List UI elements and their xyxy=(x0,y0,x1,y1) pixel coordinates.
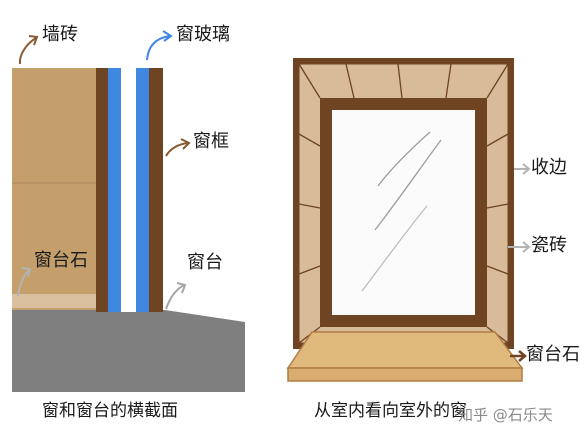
right-caption: 从室内看向室外的窗 xyxy=(314,401,467,421)
sill-stone-arrowhead-left xyxy=(21,267,32,278)
window-sill-arrowhead xyxy=(176,282,187,294)
sill-stone-lower xyxy=(12,294,98,308)
tile-joint xyxy=(298,133,321,147)
sill-stone-slab xyxy=(286,331,524,369)
window-glass-arrowhead xyxy=(162,30,173,42)
wall-tile-label: 墙砖 xyxy=(42,24,78,45)
glass-pane-outer xyxy=(136,68,149,312)
trim-label: 收边 xyxy=(531,157,567,178)
tile-arrowhead xyxy=(522,241,531,253)
tile-joint xyxy=(486,133,509,147)
sill-stone-edge xyxy=(287,367,523,382)
sill-stone-label-right: 窗台石 xyxy=(526,344,580,365)
glass-pane-inner xyxy=(108,68,121,312)
sill-stone-label-left: 窗台石 xyxy=(34,250,88,271)
wall-tile-arrowhead xyxy=(28,35,39,46)
glass-glint xyxy=(374,139,442,231)
floor-slab xyxy=(12,310,245,392)
tile-joint xyxy=(445,63,452,99)
window-frame-arrowhead xyxy=(180,138,191,150)
tile-joint xyxy=(298,203,321,209)
window-frame-inner xyxy=(96,68,108,312)
cross-section-diagram xyxy=(12,68,245,392)
wall-tile-block xyxy=(12,68,98,316)
watermark: 知乎 @石乐天 xyxy=(458,406,553,424)
miter-line xyxy=(298,63,321,99)
left-caption: 窗和窗台的横截面 xyxy=(42,401,178,421)
window-sill-label: 窗台 xyxy=(187,252,223,273)
sill-stone-arrowhead-right xyxy=(518,350,527,362)
wall-tile-arrow xyxy=(18,37,37,65)
tile-label: 瓷砖 xyxy=(531,235,567,256)
glass-gap xyxy=(121,68,136,312)
window-frame-label: 窗框 xyxy=(193,131,229,152)
glass-glint xyxy=(361,205,428,292)
window-glass-label: 窗玻璃 xyxy=(176,24,230,45)
trim-arrowhead xyxy=(522,163,531,175)
tile-joint xyxy=(486,265,509,275)
miter-line xyxy=(486,63,509,99)
window-glass-arrow xyxy=(146,35,171,61)
window-frame-arrow xyxy=(165,142,189,157)
tile-joint xyxy=(486,203,509,209)
glass-pane xyxy=(332,110,475,315)
tile-joint xyxy=(397,63,403,99)
tile-joint xyxy=(298,265,321,275)
window-frame-outer xyxy=(149,68,163,312)
glass-glint xyxy=(377,131,431,187)
sill-stone-arrow-left xyxy=(17,269,30,297)
indoor-view-diagram xyxy=(286,58,524,382)
window-sill-arrow xyxy=(165,284,185,310)
tile-joint xyxy=(345,63,355,99)
